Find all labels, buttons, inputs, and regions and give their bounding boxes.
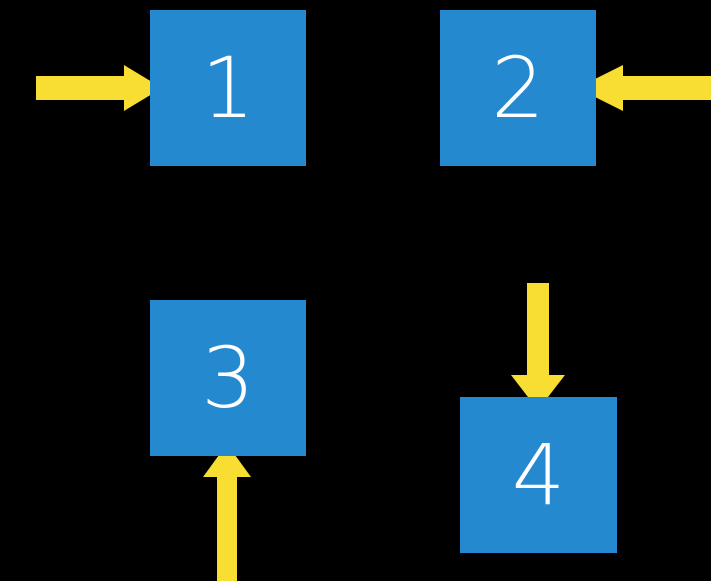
arrow-head-down-4 [511,283,565,410]
arrow-into-2 [577,65,711,111]
node-box-3[interactable]: 3 [150,300,306,456]
node-label-4: 4 [511,426,566,524]
arrow-head-right-1 [36,65,162,111]
node-label-2: 2 [491,39,545,137]
arrow-into-4 [511,283,565,410]
node-box-1[interactable]: 1 [150,10,306,166]
arrow-into-3 [203,444,251,581]
node-box-4[interactable]: 4 [460,397,617,553]
node-label-1: 1 [201,39,255,137]
node-box-2[interactable]: 2 [440,10,596,166]
arrow-into-1 [36,65,162,111]
arrow-head-up-3 [203,444,251,581]
arrow-head-left-2 [577,65,711,111]
node-label-3: 3 [201,329,255,427]
